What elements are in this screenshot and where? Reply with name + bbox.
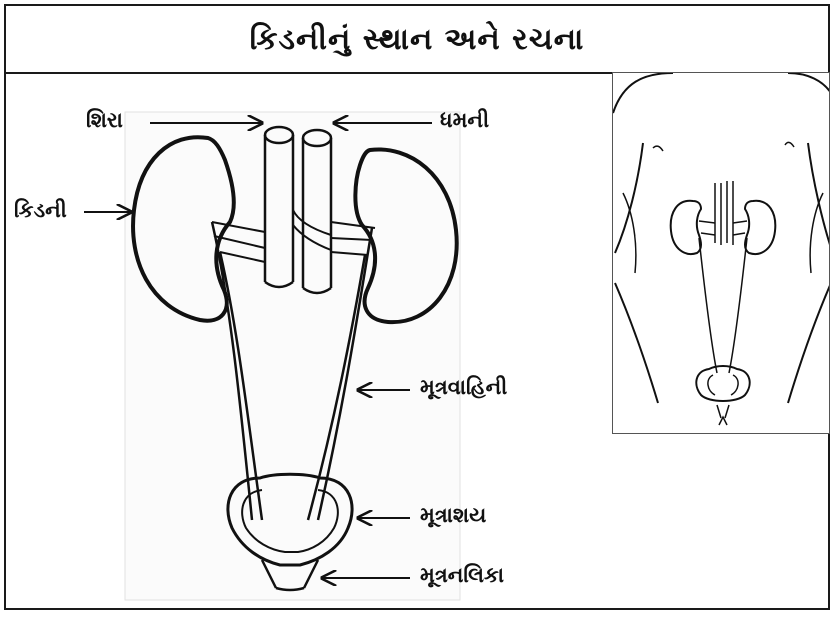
mini-bladder <box>696 366 749 401</box>
mini-right-kidney <box>745 201 775 254</box>
body-outline-drawing <box>613 73 830 434</box>
mini-left-kidney <box>671 201 701 254</box>
mini-vessels <box>715 181 733 245</box>
label-ureter: મૂત્રવાહિની <box>420 377 507 398</box>
label-urethra: મૂત્રનલિકા <box>420 565 504 586</box>
body-location-inset <box>612 72 830 434</box>
label-vein: શિરા <box>86 110 123 131</box>
label-bladder: મૂત્રાશય <box>420 505 486 526</box>
torso-outline <box>613 73 830 113</box>
label-kidney: કિડની <box>14 200 67 221</box>
label-artery: ધમની <box>440 110 489 131</box>
mini-ureters <box>699 238 747 373</box>
